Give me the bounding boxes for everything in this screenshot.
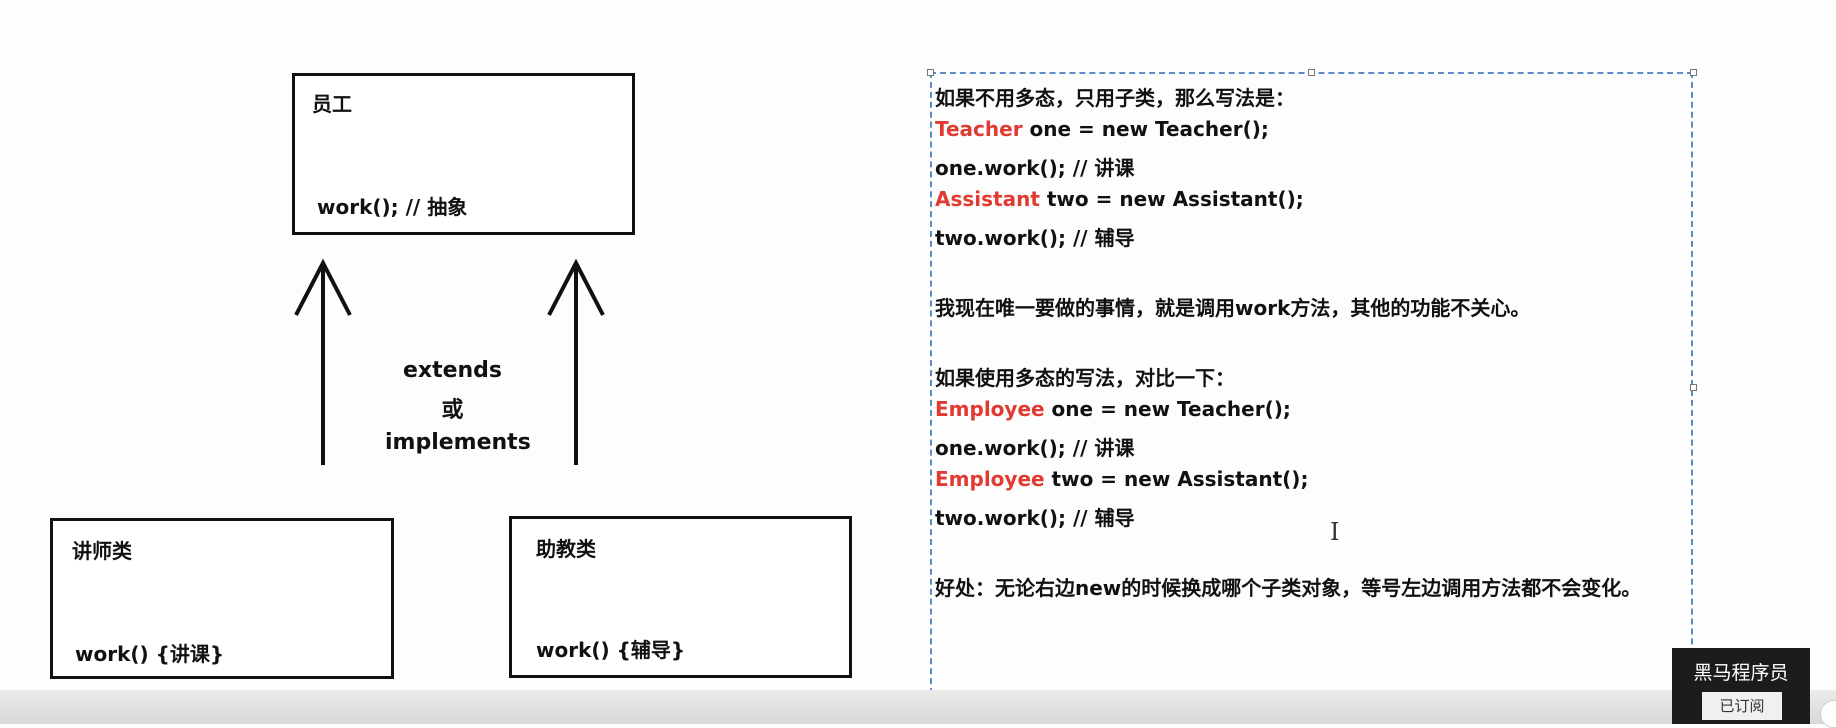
or-label: 或 — [441, 398, 464, 423]
resize-handle-top-left[interactable] — [927, 69, 934, 76]
text-line-6: 我现在唯一要做的事情，就是调用work方法，其他的功能不关心。 — [935, 296, 1531, 320]
keyword-teacher: Teacher — [935, 117, 1023, 141]
resize-handle-middle-right[interactable] — [1690, 384, 1697, 391]
text-line-1: 如果不用多态，只用子类，那么写法是： — [935, 86, 1295, 110]
resize-handle-top-right[interactable] — [1690, 69, 1697, 76]
bottom-scroll-bar — [0, 690, 1836, 724]
text-line-11: two.work(); // 辅导 — [935, 506, 1135, 530]
assistant-class-box — [509, 516, 852, 678]
text-line-4-rest: two = new Assistant(); — [1039, 187, 1304, 211]
channel-name: 黑马程序员 — [1693, 662, 1789, 684]
extends-label: extends — [402, 358, 503, 383]
teacher-work-method: work() {讲课} — [75, 642, 225, 666]
channel-overlay: 黑马程序员 已订阅 — [1672, 648, 1810, 724]
text-line-7: 如果使用多态的写法，对比一下： — [935, 366, 1235, 390]
text-line-10-rest: two = new Assistant(); — [1044, 467, 1309, 491]
text-cursor-icon: I — [1330, 518, 1340, 546]
keyword-employee-2: Employee — [935, 467, 1045, 491]
implements-label: implements — [385, 430, 531, 455]
text-line-10: Employee two = new Assistant(); — [935, 467, 1308, 491]
text-line-12: 好处：无论右边new的时候换成哪个子类对象，等号左边调用方法都不会变化。 — [935, 576, 1642, 600]
text-line-3: one.work(); // 讲课 — [935, 156, 1135, 180]
text-line-8: Employee one = new Teacher(); — [935, 397, 1291, 421]
resize-handle-top-middle[interactable] — [1308, 69, 1315, 76]
assistant-work-method: work() {辅导} — [536, 638, 686, 662]
text-line-2-rest: one = new Teacher(); — [1022, 117, 1269, 141]
text-line-8-rest: one = new Teacher(); — [1044, 397, 1291, 421]
assistant-class-title: 助教类 — [536, 537, 596, 561]
teacher-class-box — [50, 518, 394, 679]
right-inheritance-arrow — [547, 258, 605, 465]
text-line-5: two.work(); // 辅导 — [935, 226, 1135, 250]
keyword-employee-1: Employee — [935, 397, 1045, 421]
keyword-assistant: Assistant — [935, 187, 1040, 211]
employee-class-box — [292, 73, 635, 235]
subscribe-button[interactable]: 已订阅 — [1702, 692, 1782, 720]
text-line-9: one.work(); // 讲课 — [935, 436, 1135, 460]
left-inheritance-arrow — [294, 258, 352, 465]
employee-class-title: 员工 — [312, 92, 352, 116]
employee-work-method: work(); // 抽象 — [317, 195, 468, 219]
text-line-2: Teacher one = new Teacher(); — [935, 117, 1269, 141]
text-line-4: Assistant two = new Assistant(); — [935, 187, 1304, 211]
teacher-class-title: 讲师类 — [72, 539, 132, 563]
